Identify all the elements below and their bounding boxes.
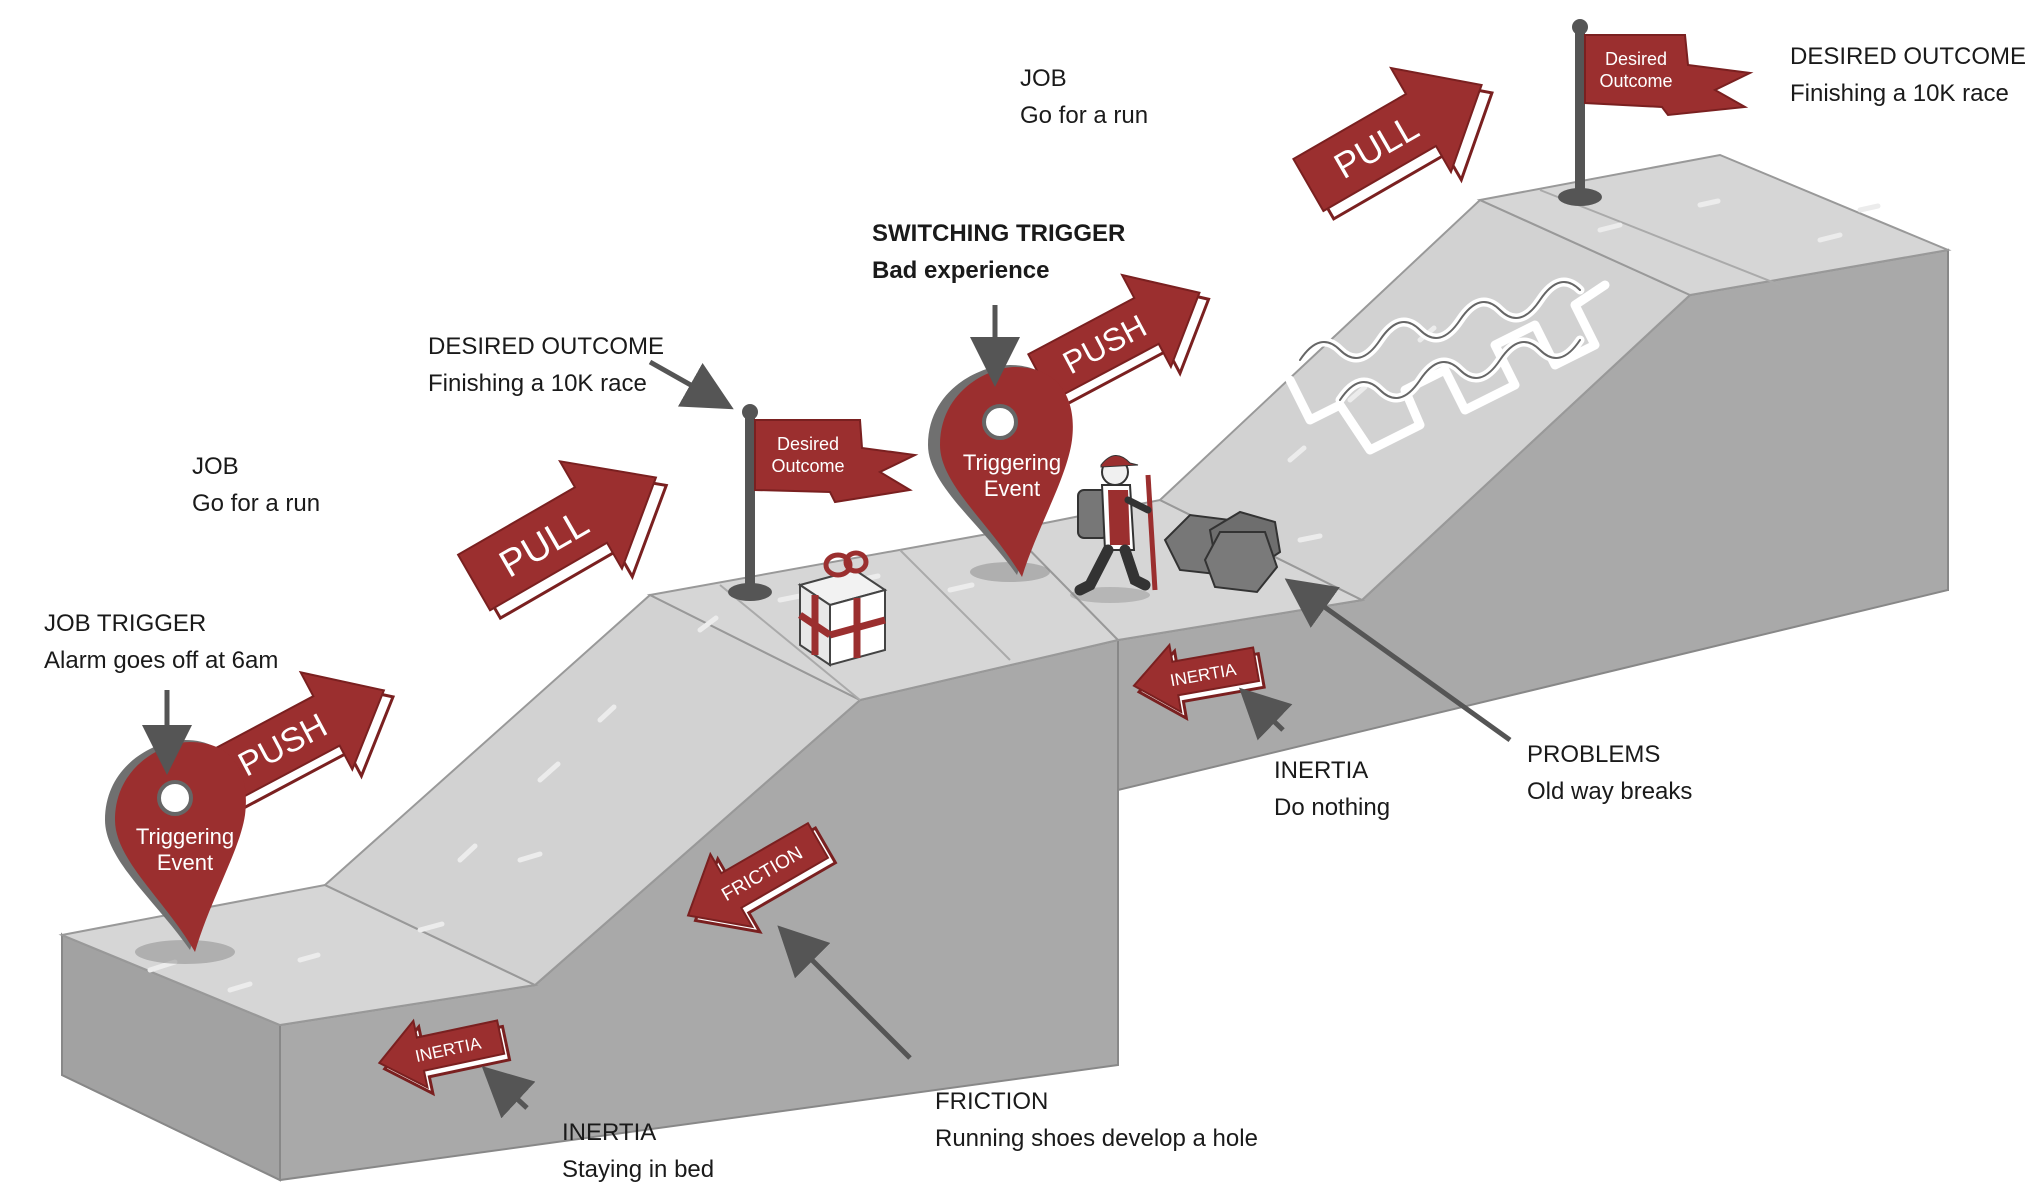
job-label-1: JOB Go for a run — [192, 448, 320, 522]
pointer-arrows — [142, 305, 1512, 1119]
job-trigger-label: JOB TRIGGER Alarm goes off at 6am — [44, 605, 278, 679]
switching-trigger-label: SWITCHING TRIGGER Bad experience — [872, 215, 1125, 289]
hiker-icon — [1070, 455, 1158, 603]
job-trigger-title: JOB TRIGGER — [44, 610, 207, 637]
terrain — [58, 153, 1952, 1182]
switching-trigger-detail: Bad experience — [872, 257, 1050, 284]
desired-outcome-pointer — [648, 359, 734, 410]
desired-outcome-detail: Finishing a 10K race — [1790, 80, 2009, 107]
friction-detail: Running shoes develop a hole — [935, 1125, 1258, 1152]
gift-box-icon — [797, 550, 888, 667]
job-label-2: JOB Go for a run — [1020, 60, 1148, 134]
switching-trigger-title: SWITCHING TRIGGER — [872, 220, 1126, 247]
rocks-icon — [1163, 510, 1282, 594]
inertia-title: INERTIA — [562, 1119, 657, 1146]
terrain-segment-line — [719, 584, 861, 701]
desired-outcome-flag-1: Desired Outcome — [728, 404, 919, 601]
inertia-label-2: INERTIA Do nothing — [1274, 752, 1390, 826]
triggering-event-pin-1: Triggering Event — [105, 740, 246, 964]
job-title: JOB — [1020, 65, 1067, 92]
terrain-texture — [147, 198, 1881, 993]
inertia-arrow-1: INERTIA — [377, 1018, 512, 1097]
job-detail: Go for a run — [1020, 102, 1149, 129]
friction-title: FRICTION — [935, 1088, 1049, 1115]
terrain-segment-line — [899, 549, 1011, 661]
desired-outcome-flag-label: Outcome — [1599, 71, 1672, 91]
problems-label: PROBLEMS Old way breaks — [1527, 736, 1692, 810]
desired-outcome-label-2: DESIRED OUTCOME Finishing a 10K race — [1790, 38, 2026, 112]
inertia-title: INERTIA — [1274, 757, 1369, 784]
desired-outcome-detail: Finishing a 10K race — [428, 370, 647, 397]
triggering-event-label: Event — [984, 476, 1040, 501]
friction-label: FRICTION Running shoes develop a hole — [935, 1083, 1258, 1157]
friction-pointer — [777, 925, 912, 1060]
triggering-event-label: Triggering — [963, 450, 1061, 475]
problems-scribble-outline — [1299, 281, 1581, 401]
problems-title: PROBLEMS — [1527, 741, 1661, 768]
desired-outcome-flag-label: Desired — [1605, 49, 1667, 69]
pull-arrow-2: PULL — [1292, 66, 1494, 221]
problems-detail: Old way breaks — [1527, 778, 1693, 805]
job-title: JOB — [192, 453, 239, 480]
inertia-pointer-1 — [481, 1066, 536, 1119]
desired-outcome-label-1: DESIRED OUTCOME Finishing a 10K race — [428, 328, 664, 402]
problems-pointer — [1284, 578, 1512, 743]
triggering-event-label: Event — [157, 850, 213, 875]
desired-outcome-title: DESIRED OUTCOME — [1790, 43, 2027, 70]
inertia-label-1: INERTIA Staying in bed — [562, 1114, 714, 1188]
triggering-event-label: Triggering — [136, 824, 234, 849]
desired-outcome-flag-label: Outcome — [771, 456, 844, 476]
inertia-detail: Do nothing — [1274, 794, 1391, 821]
job-detail: Go for a run — [192, 490, 321, 517]
terrain-top-upper-flat — [1476, 153, 1952, 297]
desired-outcome-flag-2: Desired Outcome — [1558, 19, 1754, 206]
inertia-pointer-2 — [1238, 687, 1293, 741]
desired-outcome-flag-label: Desired — [777, 434, 839, 454]
desired-outcome-title: DESIRED OUTCOME — [428, 333, 665, 360]
triggering-event-pin-2: Triggering Event — [928, 365, 1073, 582]
job-trigger-detail: Alarm goes off at 6am — [44, 647, 279, 674]
inertia-detail: Staying in bed — [562, 1156, 715, 1183]
